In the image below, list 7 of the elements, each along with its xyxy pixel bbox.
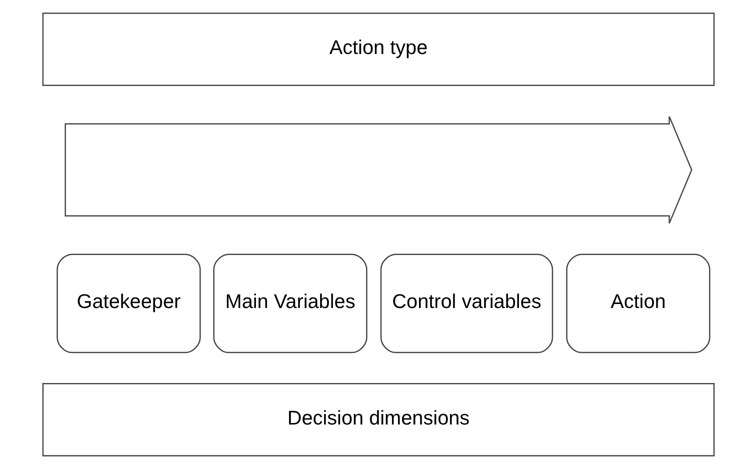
- node-box: Main Variables: [212, 254, 367, 354]
- node-box: Control variables: [380, 254, 553, 354]
- node-box: Action: [566, 254, 710, 354]
- node-arrow: [64, 116, 692, 224]
- node-box: Decision dimensions: [42, 383, 714, 456]
- node-box: Action type: [42, 12, 714, 86]
- node-box: Gatekeeper: [56, 254, 200, 354]
